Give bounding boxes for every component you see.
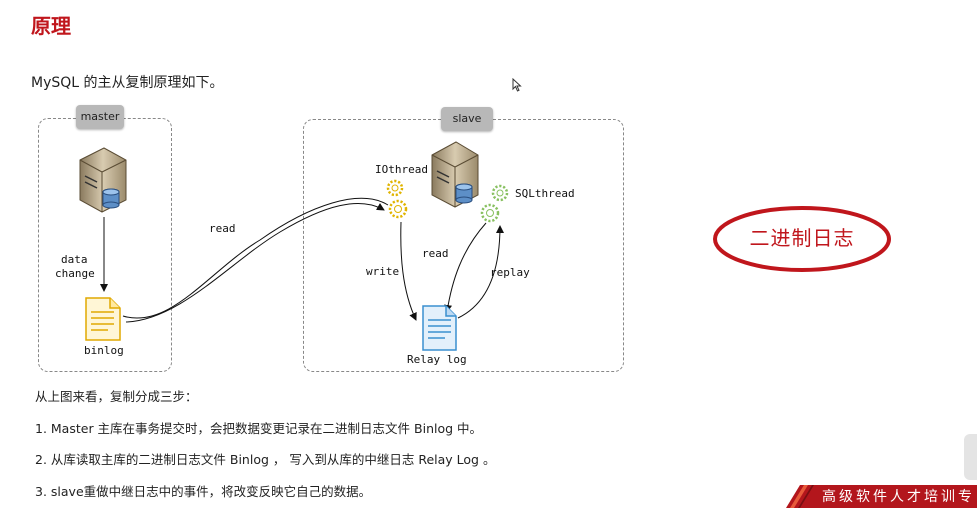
read-binlog-curve-return — [125, 203, 385, 323]
data-change-label-line2: change — [55, 267, 95, 280]
write-arrow — [400, 221, 417, 321]
master-tag: master — [76, 105, 124, 129]
relay-log-label: Relay log — [407, 353, 467, 366]
read-master-label: read — [209, 222, 236, 235]
sql-thread-gear-icon — [480, 184, 509, 223]
step-item: 3. slave重做中继日志中的事件，将改变反映它自己的数据。 — [35, 484, 372, 499]
intro-text: MySQL 的主从复制原理如下。 — [31, 75, 224, 91]
master-server-icon — [79, 147, 127, 213]
replay-arrow — [457, 225, 504, 319]
relay-log-document-icon — [422, 305, 457, 351]
read-slave-label: read — [422, 247, 449, 260]
write-label: write — [366, 265, 400, 278]
footer-banner — [786, 485, 977, 508]
binlog-document-icon — [85, 297, 121, 341]
mouse-cursor-icon — [512, 78, 522, 92]
sql-thread-label: SQLthread — [515, 187, 575, 200]
read-relay-arrow — [444, 222, 487, 313]
annotation-ellipse — [713, 206, 891, 272]
slave-tag: slave — [441, 107, 493, 131]
read-binlog-curve — [122, 197, 389, 319]
replay-label: replay — [490, 266, 530, 279]
io-thread-label: IOthread — [375, 163, 428, 176]
slave-server-icon — [431, 141, 479, 208]
step-item: 2. 从库读取主库的二进制日志文件 Binlog ， 写入到从库的中继日志 Re… — [35, 452, 496, 467]
page-title: 原理 — [31, 14, 71, 38]
step-item: 1. Master 主库在事务提交时，会把数据变更记录在二进制日志文件 Binl… — [35, 421, 483, 436]
scrollbar-thumb[interactable] — [964, 434, 977, 480]
binlog-label: binlog — [84, 344, 124, 357]
annotation-text: 二进制日志 — [749, 226, 855, 250]
steps-intro: 从上图来看，复制分成三步： — [35, 389, 198, 404]
footer-banner-text: 高级软件人才培训专 — [822, 489, 975, 505]
io-thread-gear-icon — [386, 179, 408, 219]
data-change-label-line1: data — [61, 253, 88, 266]
